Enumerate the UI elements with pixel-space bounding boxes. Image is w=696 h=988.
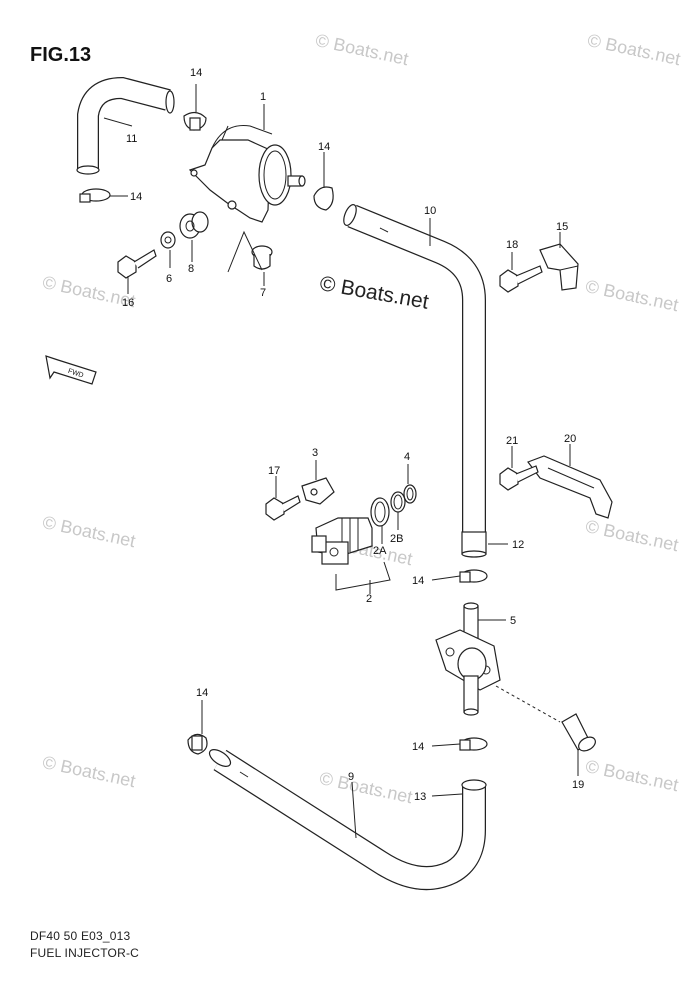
bracket-line <box>335 561 391 591</box>
leader-lines <box>103 84 579 839</box>
grommet-8-icon <box>179 211 209 239</box>
fuel-joint-5-icon <box>435 602 501 716</box>
bolt-18-icon <box>499 265 543 293</box>
hose-10-icon <box>343 204 487 558</box>
callout-2A: 2A <box>373 545 387 557</box>
hose-9-icon <box>208 749 487 890</box>
collar-7-icon <box>251 245 273 270</box>
callout-14: 14 <box>196 687 208 699</box>
fwd-label: FWD <box>67 368 84 380</box>
injector-2-icon <box>311 517 373 565</box>
callout-14: 14 <box>412 741 424 753</box>
seal-4-icon <box>403 484 417 504</box>
callout-13: 13 <box>414 791 426 803</box>
fwd-arrow-icon <box>45 355 97 385</box>
clip-14-icon <box>313 186 334 211</box>
callout-14: 14 <box>318 141 330 153</box>
callout-11: 11 <box>126 133 137 145</box>
callout-labels: 1 2 2A 2B 3 4 5 6 7 8 9 10 11 12 13 14 1… <box>122 67 584 803</box>
callout-8: 8 <box>188 263 194 275</box>
bracket-20-icon <box>527 455 613 519</box>
bracket-line <box>227 230 263 273</box>
clamp-15-icon <box>539 243 579 291</box>
callout-4: 4 <box>404 451 410 463</box>
bolt-21-icon <box>499 465 539 491</box>
hose-11-icon <box>76 76 175 175</box>
callout-14: 14 <box>130 191 142 203</box>
o-ring-2B-icon <box>390 491 406 513</box>
clip-14-icon <box>79 188 111 203</box>
callout-15: 15 <box>556 221 568 233</box>
callout-2: 2 <box>366 593 372 605</box>
bolt-17-icon <box>265 495 301 521</box>
washer-6-icon <box>160 231 176 249</box>
plate-3-icon <box>301 477 335 505</box>
clip-14-icon <box>183 111 207 131</box>
callout-7: 7 <box>260 287 266 299</box>
o-ring-2A-icon <box>370 497 390 527</box>
clip-14-icon <box>187 733 208 755</box>
figure-code: DF40 50 E03_013 <box>30 929 131 943</box>
dashed-line <box>495 685 561 723</box>
callout-2B: 2B <box>390 533 403 545</box>
clip-14-icon <box>459 737 488 751</box>
figure-title: FIG.13 <box>30 44 92 66</box>
clip-14-icon <box>459 569 488 583</box>
fuel-damper-1-icon <box>188 124 306 223</box>
callout-17: 17 <box>268 465 280 477</box>
callout-12: 12 <box>512 539 524 551</box>
callout-5: 5 <box>510 615 516 627</box>
callout-1: 1 <box>260 91 266 103</box>
figure-name: FUEL INJECTOR-C <box>30 946 140 960</box>
callout-10: 10 <box>424 205 436 217</box>
callout-20: 20 <box>564 433 576 445</box>
bolt-16-icon <box>117 249 157 279</box>
callout-16: 16 <box>122 297 134 309</box>
callout-3: 3 <box>312 447 318 459</box>
callout-6: 6 <box>166 273 172 285</box>
callout-18: 18 <box>506 239 518 251</box>
callout-9: 9 <box>348 771 354 783</box>
callout-14: 14 <box>190 67 202 79</box>
callout-21: 21 <box>506 435 518 447</box>
callout-19: 19 <box>572 779 584 791</box>
callout-14: 14 <box>412 575 424 587</box>
bolt-19-icon <box>561 713 596 752</box>
